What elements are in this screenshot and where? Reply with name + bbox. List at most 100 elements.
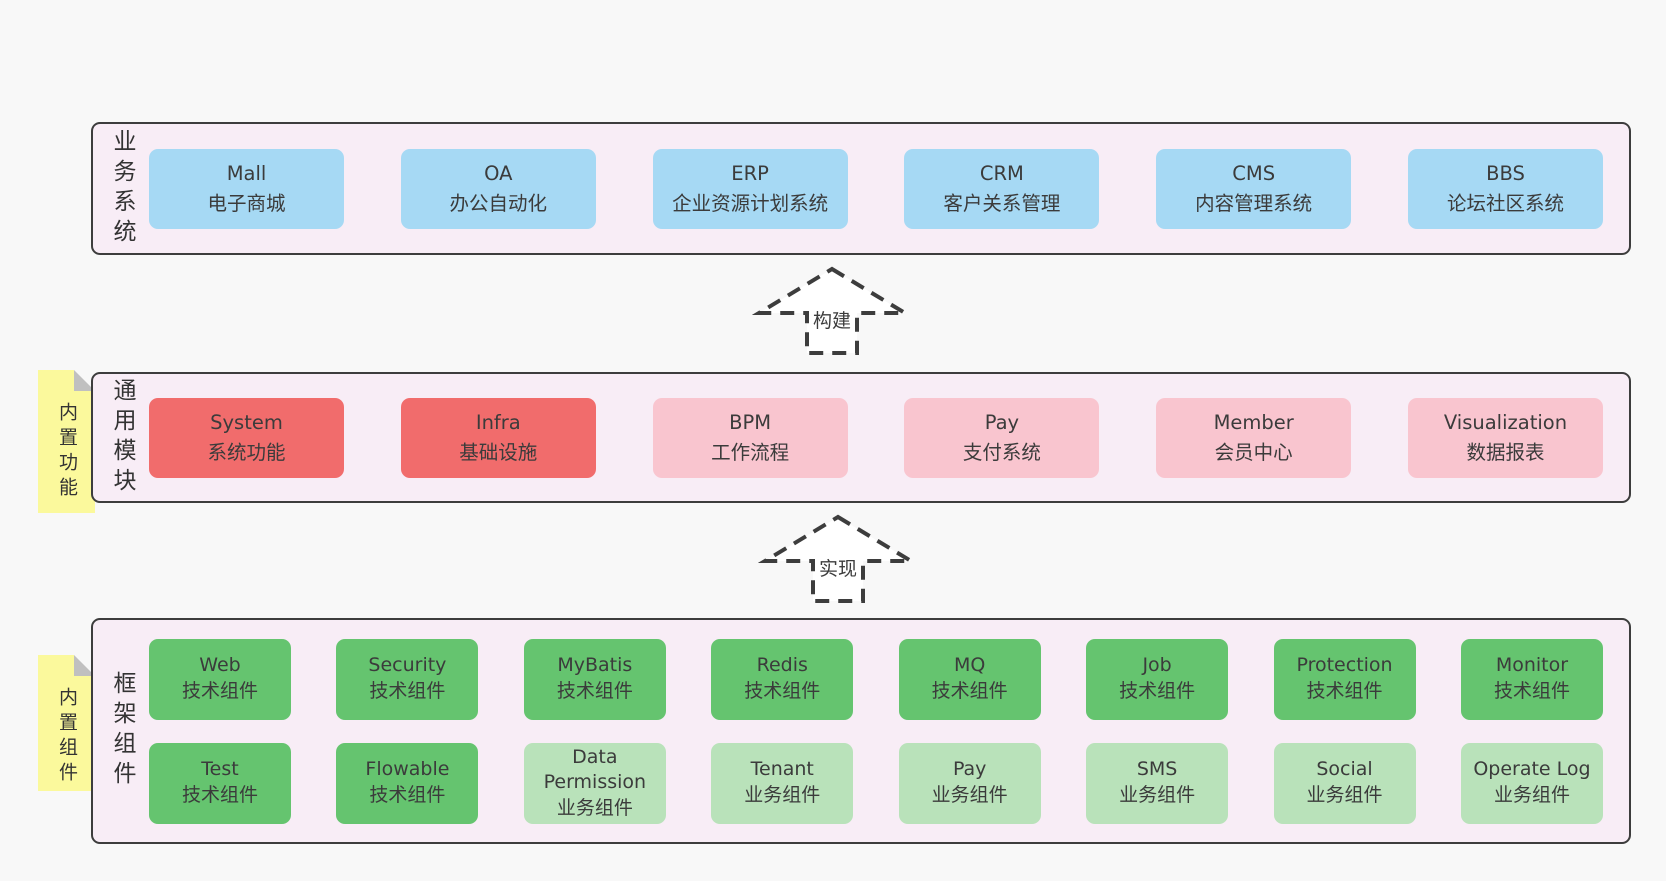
box-name: Pay (952, 758, 987, 781)
common-modules-side-label: 通用模块 (109, 377, 135, 498)
box-name: Security (368, 654, 447, 677)
box-redis: Redis 技术组件 (711, 638, 854, 720)
box-name: Test (201, 758, 239, 781)
box-protection: Protection 技术组件 (1273, 638, 1416, 720)
box-desc: 业务组件 (1493, 784, 1570, 806)
box-name: Infra (475, 411, 521, 435)
box-security: Security 技术组件 (336, 638, 479, 720)
box-cms: CMS 内容管理系统 (1156, 148, 1352, 229)
box-erp: ERP 企业资源计划系统 (652, 148, 848, 229)
common-modules-panel: 通用模块 System 系统功能 Infra 基础设施 BPM 工作流程 Pay… (91, 372, 1631, 503)
box-desc: 技术组件 (369, 680, 446, 702)
box-desc: 客户关系管理 (943, 191, 1061, 215)
box-name: SMS (1136, 758, 1178, 781)
builtin-components-sticky-label: 内置组件 (56, 687, 78, 787)
box-desc: 论坛社区系统 (1446, 191, 1564, 215)
box-name: BPM (729, 411, 772, 435)
box-desc: 企业资源计划系统 (672, 191, 829, 215)
box-desc: 技术组件 (744, 680, 821, 702)
box-social: Social 业务组件 (1273, 742, 1416, 824)
box-visualization: Visualization 数据报表 (1407, 397, 1603, 478)
box-name: Operate Log (1473, 758, 1591, 781)
box-desc: 数据报表 (1466, 440, 1545, 464)
box-system: System 系统功能 (149, 397, 344, 478)
box-desc: 业务组件 (1306, 784, 1383, 806)
box-name: Pay (984, 411, 1020, 435)
business-systems-panel: 业务系统 Mall 电子商城 OA 办公自动化 ERP 企业资源计划系统 CRM… (91, 122, 1631, 255)
build-arrow-label: 构建 (809, 306, 855, 333)
box-name: BBS (1486, 162, 1525, 186)
framework-components-panel: 框架组件 Web 技术组件 Security 技术组件 MyBatis 技术组件… (91, 618, 1631, 844)
box-name: OA (484, 162, 513, 186)
box-job: Job 技术组件 (1086, 638, 1229, 720)
box-name: Redis (756, 654, 808, 677)
implement-arrow: 实现 (758, 512, 918, 606)
box-member: Member 会员中心 (1156, 397, 1352, 478)
box-name: MyBatis (557, 654, 633, 677)
box-name: Job (1142, 654, 1172, 677)
box-oa: OA 办公自动化 (400, 148, 596, 229)
box-mq: MQ 技术组件 (898, 638, 1041, 720)
box-data-permission: Data Permission 业务组件 (523, 742, 666, 824)
box-desc: 系统功能 (207, 440, 286, 464)
box-tenant: Tenant 业务组件 (711, 742, 854, 824)
box-name: Tenant (750, 758, 814, 781)
box-name: Web (199, 654, 241, 677)
business-systems-side-label: 业务系统 (109, 128, 135, 249)
box-desc: 技术组件 (1306, 680, 1383, 702)
box-pay-system: Pay 支付系统 (904, 397, 1100, 478)
box-monitor: Monitor 技术组件 (1460, 638, 1603, 720)
builtin-components-sticky-note: 内置组件 (38, 655, 95, 791)
box-desc: 技术组件 (556, 680, 633, 702)
box-pay-component: Pay 业务组件 (898, 742, 1041, 824)
box-mybatis: MyBatis 技术组件 (523, 638, 666, 720)
box-desc: 业务组件 (931, 784, 1008, 806)
box-web: Web 技术组件 (149, 638, 291, 720)
box-desc: 技术组件 (369, 784, 446, 806)
box-name: System (210, 411, 283, 435)
box-name: Monitor (1495, 654, 1569, 677)
box-name: Mall (226, 162, 267, 186)
framework-components-row-2: Test 技术组件 Flowable 技术组件 Data Permission … (149, 742, 1603, 824)
box-name: Flowable (365, 758, 450, 781)
builtin-features-sticky-label: 内置功能 (56, 402, 78, 502)
box-desc: 业务组件 (1119, 784, 1196, 806)
box-name: MQ (954, 654, 986, 677)
box-desc: 技术组件 (1493, 680, 1570, 702)
box-name: Visualization (1443, 411, 1568, 435)
box-desc: 技术组件 (931, 680, 1008, 702)
implement-arrow-label: 实现 (815, 554, 861, 581)
box-desc: 会员中心 (1214, 440, 1293, 464)
box-flowable: Flowable 技术组件 (336, 742, 479, 824)
box-desc: 支付系统 (962, 440, 1041, 464)
box-desc: 技术组件 (181, 680, 258, 702)
box-desc: 内容管理系统 (1195, 191, 1313, 215)
box-desc: 电子商城 (207, 191, 286, 215)
framework-components-row-1: Web 技术组件 Security 技术组件 MyBatis 技术组件 Redi… (149, 638, 1603, 720)
framework-components-rows: Web 技术组件 Security 技术组件 MyBatis 技术组件 Redi… (133, 638, 1629, 824)
common-modules-row: System 系统功能 Infra 基础设施 BPM 工作流程 Pay 支付系统… (133, 397, 1629, 478)
box-desc: 技术组件 (1119, 680, 1196, 702)
box-desc: 业务组件 (556, 796, 633, 819)
box-desc: 办公自动化 (449, 191, 548, 215)
box-crm: CRM 客户关系管理 (904, 148, 1100, 229)
box-name: Protection (1296, 654, 1393, 677)
box-name: Data Permission (543, 745, 647, 794)
framework-components-side-label: 框架组件 (109, 671, 135, 791)
box-infra: Infra 基础设施 (400, 397, 596, 478)
box-mall: Mall 电子商城 (149, 148, 344, 229)
box-name: ERP (731, 162, 769, 186)
box-bbs: BBS 论坛社区系统 (1407, 148, 1603, 229)
box-desc: 工作流程 (711, 440, 790, 464)
box-desc: 基础设施 (459, 440, 538, 464)
box-name: Social (1316, 758, 1373, 781)
box-bpm: BPM 工作流程 (652, 397, 848, 478)
box-test: Test 技术组件 (149, 742, 291, 824)
box-name: CMS (1232, 162, 1276, 186)
box-name: Member (1213, 411, 1294, 435)
box-operate-log: Operate Log 业务组件 (1460, 742, 1603, 824)
box-desc: 业务组件 (744, 784, 821, 806)
build-arrow: 构建 (752, 264, 912, 358)
business-systems-row: Mall 电子商城 OA 办公自动化 ERP 企业资源计划系统 CRM 客户关系… (133, 148, 1629, 229)
builtin-features-sticky-note: 内置功能 (38, 370, 95, 513)
